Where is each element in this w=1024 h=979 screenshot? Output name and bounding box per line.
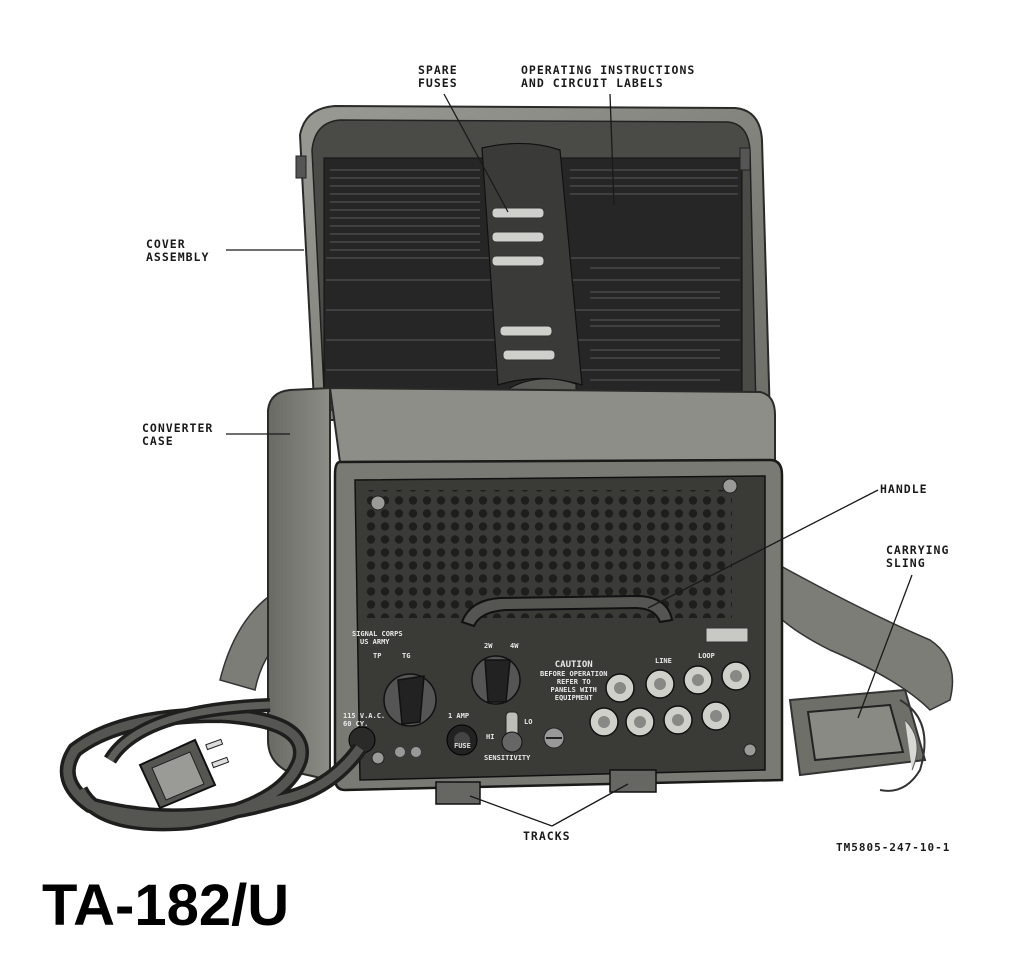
- spare-fuses: [491, 207, 556, 361]
- callout-spare-fuses-line-2: FUSES: [418, 76, 458, 90]
- caution-line-3: PANELS WITH: [550, 686, 597, 694]
- fuse-label: FUSE: [454, 742, 471, 750]
- switch-label-tg: TG: [402, 652, 411, 660]
- callout-spare-fuses-line-1: SPARE: [418, 63, 458, 77]
- leader-lines: [226, 93, 913, 827]
- callout-converter-case: CONVERTER CASE: [142, 422, 213, 448]
- switch-label-tp: TP: [373, 652, 382, 660]
- callout-operating-instructions-line-1: OPERATING INSTRUCTIONS: [521, 63, 696, 77]
- switch-label-4w: 4W: [510, 642, 519, 650]
- switch-label-2w: 2W: [484, 642, 493, 650]
- callout-carrying-sling-line-2: SLING: [886, 556, 926, 570]
- caution-line-1: BEFORE OPERATION: [540, 670, 608, 678]
- power-plug-icon: [138, 738, 230, 810]
- callout-carrying-sling-line-1: CARRYING: [886, 543, 950, 557]
- lo-label: LO: [524, 718, 533, 726]
- callout-converter-case-line-1: CONVERTER: [142, 421, 214, 435]
- caution-plate: CAUTION BEFORE OPERATION REFER TO PANELS…: [540, 660, 607, 702]
- callout-handle: HANDLE: [880, 483, 928, 496]
- converter-case: [267, 386, 784, 805]
- callout-tracks-line-1: TRACKS: [523, 829, 571, 843]
- power-rating-line-1: 115 V.A.C.: [343, 712, 386, 720]
- callout-cover-assembly: COVER ASSEMBLY: [146, 238, 209, 264]
- power-cord: [59, 698, 367, 832]
- figure-number: TM5805-247-10-1: [836, 841, 951, 854]
- amp-label: 1 AMP: [448, 712, 470, 720]
- callout-handle-line-1: HANDLE: [880, 482, 928, 496]
- tracks: [435, 769, 657, 805]
- line-label: LINE: [655, 657, 672, 665]
- signal-corps-plate: SIGNAL CORPS US ARMY: [352, 630, 403, 646]
- callout-carrying-sling: CARRYING SLING: [886, 544, 949, 570]
- caution-line-4: EQUIPMENT: [554, 694, 593, 702]
- caution-title: CAUTION: [554, 660, 593, 670]
- hi-label: HI: [486, 733, 495, 741]
- handle: [460, 594, 674, 628]
- callout-spare-fuses: SPARE FUSES: [418, 64, 458, 90]
- us-army-text: US ARMY: [360, 638, 390, 646]
- callout-operating-instructions-line-2: AND CIRCUIT LABELS: [521, 76, 664, 90]
- callout-tracks: TRACKS: [523, 830, 571, 843]
- callout-cover-assembly-line-2: ASSEMBLY: [146, 250, 210, 264]
- model-title: TA-182/U: [42, 873, 290, 938]
- sensitivity-label: SENSITIVITY: [484, 754, 531, 762]
- power-rating-label: 115 V.A.C. 60 CY.: [343, 712, 385, 728]
- cover-assembly: [295, 104, 772, 449]
- caution-line-2: REFER TO: [556, 678, 591, 686]
- callout-operating-instructions: OPERATING INSTRUCTIONS AND CIRCUIT LABEL…: [521, 64, 695, 90]
- signal-corps-text: SIGNAL CORPS: [352, 630, 403, 638]
- callout-converter-case-line-2: CASE: [142, 434, 174, 448]
- power-rating-line-2: 60 CY.: [343, 720, 369, 728]
- loop-label: LOOP: [698, 652, 715, 660]
- callout-cover-assembly-line-1: COVER: [146, 237, 186, 251]
